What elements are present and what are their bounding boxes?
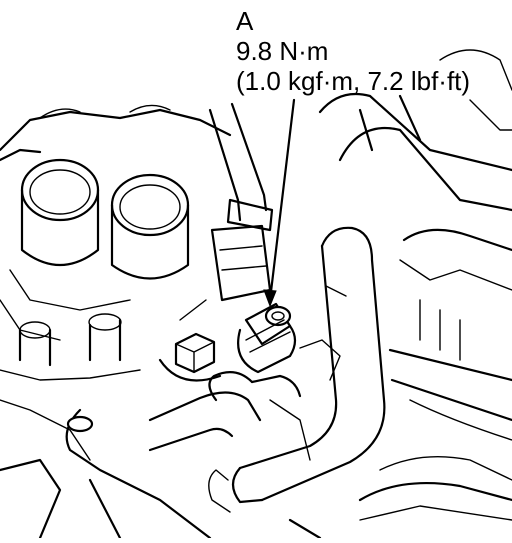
lower-pipes	[65, 339, 512, 540]
coolant-hose-right	[208, 226, 386, 513]
right-components	[318, 49, 512, 441]
upper-hose	[208, 102, 274, 232]
sensor-a	[237, 302, 297, 374]
callout-label: A	[236, 6, 254, 36]
torque-value-nm: 9.8 N·m	[236, 36, 329, 66]
bolt	[158, 332, 222, 382]
connector	[179, 224, 272, 321]
torque-value-alt-units: (1.0 kgf·m, 7.2 lbf·ft)	[236, 66, 471, 96]
callout-leader-arrow	[263, 98, 296, 308]
engine-block	[0, 104, 232, 540]
